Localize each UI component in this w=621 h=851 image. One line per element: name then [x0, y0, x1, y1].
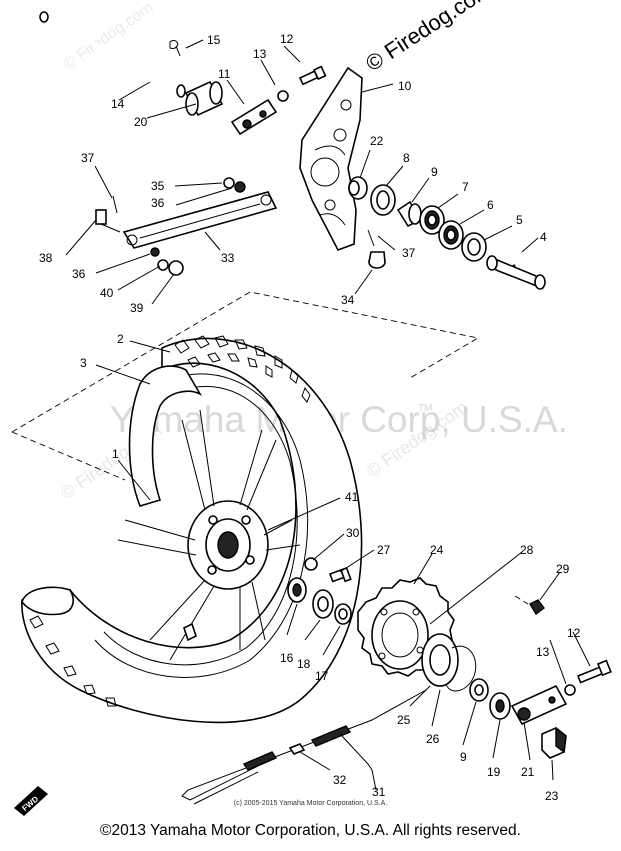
adjust-bolt-bottom	[576, 659, 612, 684]
watermark-top-right: © Firedog.com	[361, 0, 496, 76]
callout-13-top: 13	[253, 47, 267, 61]
watermark-faint-top: © Firedog.com	[61, 0, 157, 73]
callout-20: 20	[134, 115, 148, 129]
axle-collar	[184, 80, 224, 117]
torque-plate	[299, 66, 363, 251]
callout-9-top: 9	[431, 165, 438, 179]
callout-22: 22	[370, 134, 384, 148]
callout-17: 17	[315, 669, 329, 683]
callout-6: 6	[487, 198, 494, 212]
assembly-guide-lines	[11, 291, 529, 605]
callout-29: 29	[556, 562, 570, 576]
adjust-bolt-top	[298, 65, 327, 86]
nut-23	[541, 726, 567, 759]
callout-39: 39	[130, 301, 144, 315]
spacer-22	[348, 176, 368, 200]
oil-seal-5	[461, 232, 487, 262]
rear-axle	[39, 11, 186, 98]
callout-16: 16	[280, 651, 294, 665]
callout-9-bottom: 9	[460, 750, 467, 764]
callout-34: 34	[341, 293, 355, 307]
pin-37-left	[112, 195, 118, 214]
image-credit: (c) 2005-2015 Yamaha Motor Corporation, …	[233, 800, 388, 807]
callout-19: 19	[487, 765, 501, 779]
drive-chain	[181, 689, 427, 805]
callout-26: 26	[426, 732, 440, 746]
washer-36-bottom	[150, 247, 160, 257]
rear-wheel-assembly	[21, 335, 363, 724]
sprocket-carrier	[421, 633, 459, 687]
callout-36-bottom: 36	[72, 267, 86, 281]
axle-sleeve	[486, 255, 546, 290]
callout-12-bottom: 12	[567, 626, 581, 640]
callout-11: 11	[218, 67, 231, 81]
callout-25: 25	[397, 713, 411, 727]
oil-seal-top	[370, 184, 396, 216]
callout-18: 18	[297, 657, 311, 671]
bearing-7	[419, 205, 445, 235]
callout-labels: 15 12 13 11 10 14 20 22 8 9 7 6 5 4 37 3…	[39, 32, 581, 803]
nut-bottom	[564, 684, 576, 696]
oil-seal-18	[312, 589, 334, 619]
callout-15: 15	[207, 33, 221, 47]
callout-24: 24	[430, 543, 444, 557]
callout-30: 30	[346, 526, 360, 540]
watermark-trademark: TM	[418, 403, 432, 414]
chain-joint-32	[242, 725, 352, 771]
callout-5: 5	[516, 213, 523, 227]
callout-12-top: 12	[280, 32, 294, 46]
callout-28: 28	[520, 543, 534, 557]
hub-bearing-16	[287, 577, 307, 603]
collar-top	[396, 200, 422, 228]
cotter-pin-top	[169, 39, 181, 57]
callout-13-bottom: 13	[536, 645, 550, 659]
damper-30	[304, 557, 318, 571]
callout-3: 3	[80, 356, 87, 370]
callout-8-top: 8	[403, 151, 410, 165]
callout-14: 14	[111, 97, 125, 111]
callout-37-right: 37	[402, 246, 416, 260]
washer-36-top	[234, 181, 246, 193]
callout-4: 4	[540, 230, 547, 244]
callout-1: 1	[112, 447, 119, 461]
chain-puller-bottom	[510, 684, 568, 726]
bolt-27	[328, 566, 352, 583]
bearing-6	[438, 220, 464, 250]
leader-lines	[65, 39, 591, 791]
callout-35: 35	[151, 179, 165, 193]
pin-37-right	[367, 229, 375, 247]
callout-23: 23	[545, 789, 559, 803]
callout-41: 41	[345, 490, 359, 504]
nut-top	[277, 90, 289, 102]
callout-33: 33	[221, 251, 235, 265]
spacer-19	[489, 692, 511, 720]
nut-39	[168, 260, 184, 276]
collar-bottom	[469, 678, 489, 702]
callout-2: 2	[117, 332, 124, 346]
callout-32: 32	[333, 773, 347, 787]
bolt-38	[95, 209, 121, 233]
bolt-34	[368, 251, 386, 269]
callout-38: 38	[39, 251, 53, 265]
callout-36-top: 36	[151, 196, 165, 210]
callout-31: 31	[372, 785, 386, 799]
collar-17	[334, 603, 352, 625]
callout-37-left: 37	[81, 151, 95, 165]
bolt-29	[529, 599, 545, 616]
callout-10: 10	[398, 79, 412, 93]
washer-40	[157, 259, 169, 271]
chain-puller-top	[230, 98, 278, 136]
callout-7: 7	[462, 180, 469, 194]
circlip-28	[445, 645, 477, 692]
tension-bar	[122, 191, 278, 249]
callout-21: 21	[521, 765, 535, 779]
nut-35	[223, 177, 235, 189]
copyright-notice: ©2013 Yamaha Motor Corporation, U.S.A. A…	[100, 822, 521, 839]
callout-27: 27	[377, 543, 391, 557]
callout-40: 40	[100, 286, 114, 300]
